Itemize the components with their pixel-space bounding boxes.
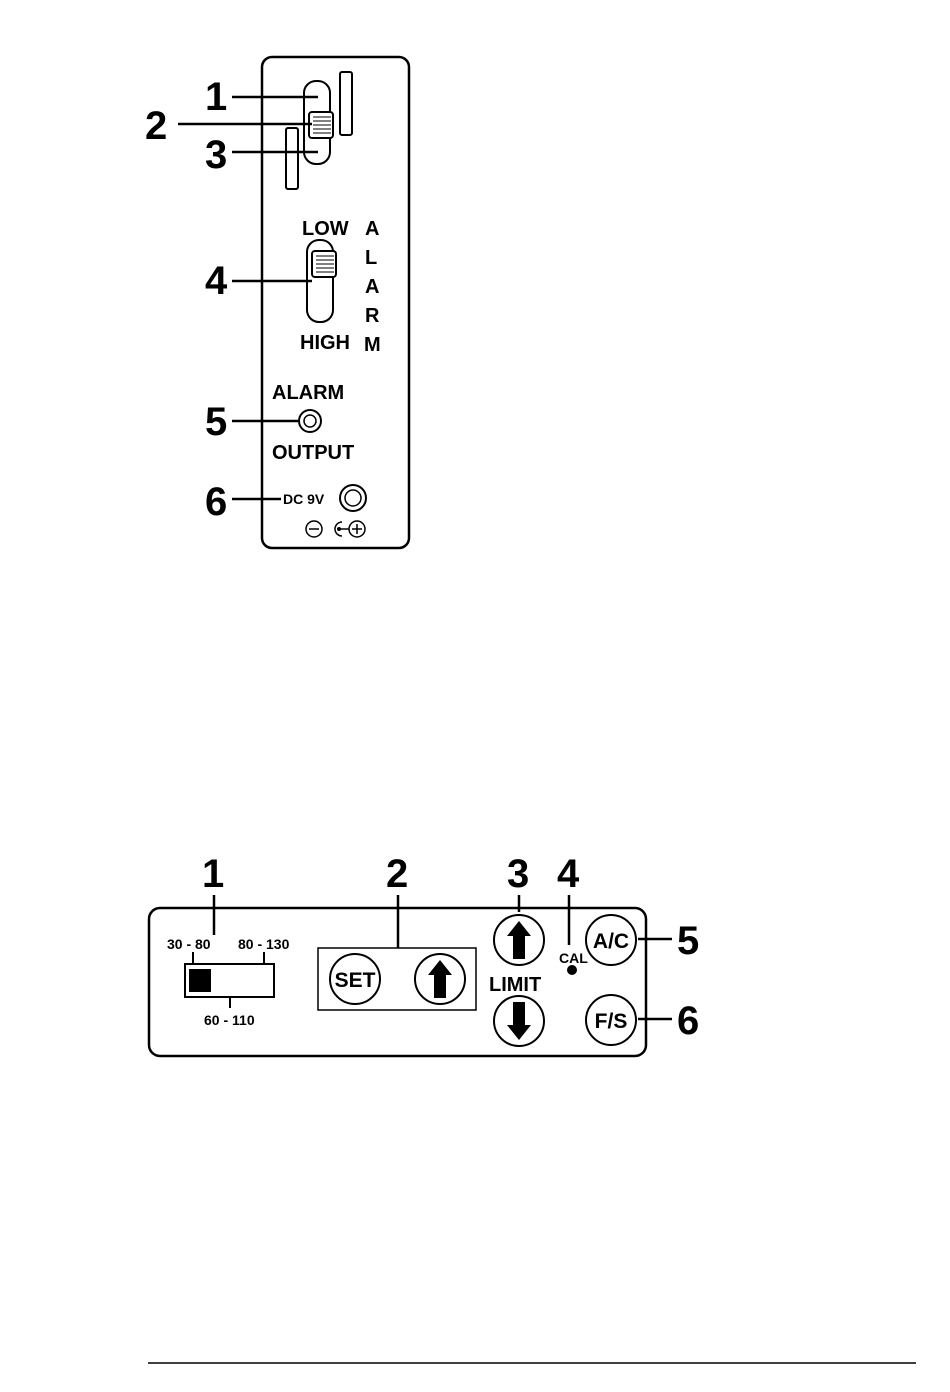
lower-indicator-bar <box>286 128 298 189</box>
range-label-30-80: 30 - 80 <box>167 936 211 952</box>
alarm-letter-r: R <box>365 305 380 327</box>
alarm-output-label-top: ALARM <box>272 382 344 404</box>
range-label-60-110: 60 - 110 <box>204 1012 255 1028</box>
alarm-high-label: HIGH <box>300 332 350 354</box>
side-callout-4: 4 <box>205 259 228 303</box>
front-callout-6: 6 <box>677 999 699 1043</box>
range-label-80-130: 80 - 130 <box>238 936 290 952</box>
alarm-output-label-bottom: OUTPUT <box>272 442 354 464</box>
dc-input-label: DC 9V <box>283 491 325 507</box>
limit-down-button[interactable] <box>494 996 544 1046</box>
side-callout-5: 5 <box>205 400 227 444</box>
ac-button-label: A/C <box>593 930 629 953</box>
front-callout-5: 5 <box>677 919 699 963</box>
set-button-label: SET <box>335 969 376 992</box>
side-callout-2: 2 <box>145 104 167 148</box>
ac-button[interactable]: A/C <box>586 915 636 965</box>
alarm-low-label: LOW <box>302 218 349 240</box>
side-callout-1: 1 <box>205 75 227 119</box>
limit-up-button[interactable] <box>494 915 544 965</box>
cal-label: CAL <box>559 950 588 966</box>
front-panel: 1 2 3 4 5 6 30 - 80 80 - 130 60 - 110 SE… <box>149 852 699 1056</box>
alarm-letter-a1: A <box>365 218 379 240</box>
side-panel: 1 2 3 LOW HIGH 4 A L A R M ALARM <box>145 57 409 548</box>
alarm-letter-l: L <box>365 247 377 269</box>
dc-input-jack[interactable] <box>340 485 366 511</box>
side-callout-3: 3 <box>205 133 227 177</box>
front-callout-4: 4 <box>557 852 580 896</box>
alarm-level-switch-knob[interactable] <box>312 251 336 277</box>
front-callout-1: 1 <box>202 852 224 896</box>
fs-button-label: F/S <box>595 1010 628 1033</box>
fs-button[interactable]: F/S <box>586 995 636 1045</box>
front-callout-2: 2 <box>386 852 408 896</box>
side-callout-6: 6 <box>205 480 227 524</box>
side-panel-frame <box>262 57 409 548</box>
limit-label: LIMIT <box>489 974 541 996</box>
upper-indicator-bar <box>340 72 352 135</box>
set-button[interactable]: SET <box>330 954 380 1004</box>
alarm-letter-a2: A <box>365 276 379 298</box>
alarm-output-jack[interactable] <box>299 410 321 432</box>
set-up-button[interactable] <box>415 954 465 1004</box>
range-selector-knob[interactable] <box>189 969 211 992</box>
cal-trimmer[interactable] <box>567 965 577 975</box>
front-callout-3: 3 <box>507 852 529 896</box>
sensitivity-slider-knob[interactable] <box>309 112 333 138</box>
alarm-letter-m: M <box>364 334 381 356</box>
